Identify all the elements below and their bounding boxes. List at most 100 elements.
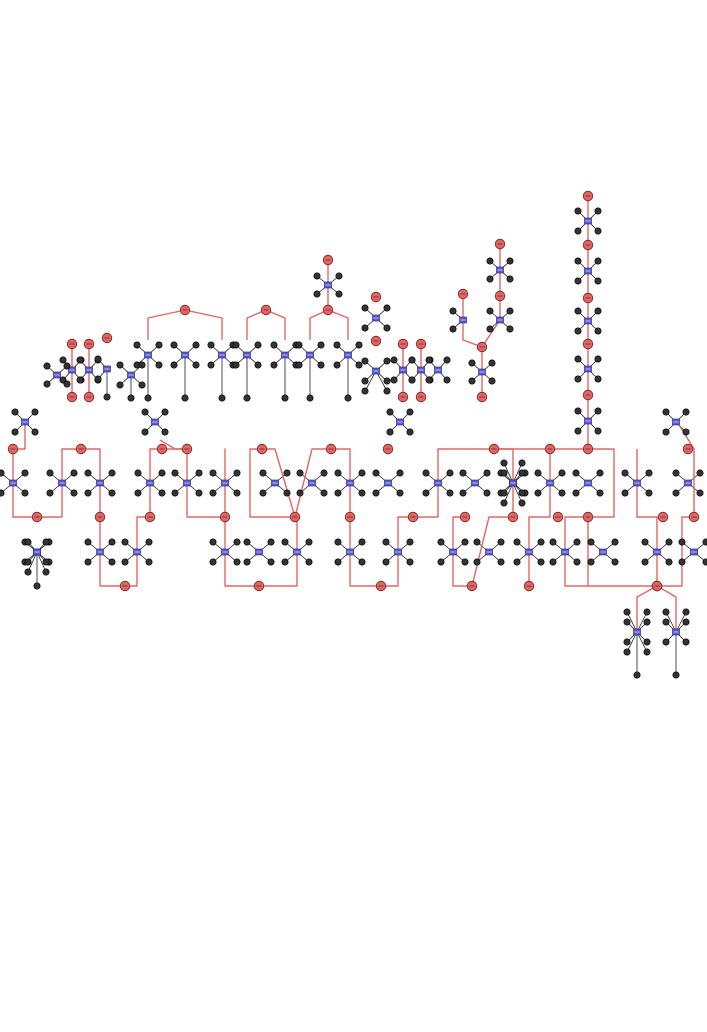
black-node <box>127 394 135 402</box>
black-node <box>383 304 391 312</box>
red-path <box>528 449 551 586</box>
black-node <box>672 671 680 679</box>
edge <box>503 462 514 484</box>
black-node <box>696 489 704 497</box>
black-node <box>108 538 116 546</box>
black-node <box>243 538 251 546</box>
black-node <box>103 393 111 401</box>
red-path <box>636 449 658 586</box>
black-node <box>335 290 343 298</box>
black-node <box>116 381 124 389</box>
black-node <box>0 469 5 477</box>
black-node <box>594 427 602 435</box>
black-node <box>317 361 325 369</box>
black-node <box>141 408 149 416</box>
black-node <box>24 558 32 566</box>
black-node <box>382 558 390 566</box>
black-node <box>534 469 542 477</box>
black-node <box>233 489 241 497</box>
black-node <box>361 357 369 365</box>
black-node <box>70 489 78 497</box>
black-node <box>572 489 580 497</box>
black-node <box>623 638 631 646</box>
black-node <box>702 538 707 546</box>
black-node <box>121 538 129 546</box>
black-node <box>406 428 414 436</box>
black-node <box>94 355 102 363</box>
black-node <box>408 376 416 384</box>
black-node <box>461 558 469 566</box>
black-node <box>43 362 51 370</box>
black-node <box>574 355 582 363</box>
black-node <box>295 361 303 369</box>
black-node <box>361 324 369 332</box>
edge <box>636 631 648 653</box>
black-node <box>21 469 29 477</box>
black-node <box>594 375 602 383</box>
edge <box>636 611 648 633</box>
black-node <box>267 538 275 546</box>
black-node <box>574 277 582 285</box>
black-node <box>662 408 670 416</box>
black-node <box>46 489 54 497</box>
black-node <box>549 538 557 546</box>
black-node <box>355 341 363 349</box>
black-node <box>138 361 146 369</box>
black-node <box>94 375 102 383</box>
black-node <box>468 377 476 385</box>
black-node <box>358 538 366 546</box>
black-node <box>138 381 146 389</box>
black-node <box>333 361 341 369</box>
black-node <box>486 275 494 283</box>
black-node <box>233 538 241 546</box>
black-node <box>243 394 251 402</box>
black-node <box>42 558 50 566</box>
black-node <box>422 469 430 477</box>
black-node <box>422 489 430 497</box>
black-node <box>518 459 526 467</box>
black-node <box>594 277 602 285</box>
black-node <box>305 558 313 566</box>
black-node <box>594 327 602 335</box>
black-node <box>425 376 433 384</box>
black-node <box>192 361 200 369</box>
highlighted-path-edges <box>12 196 695 632</box>
black-node <box>84 538 92 546</box>
black-node <box>383 357 391 365</box>
red-path <box>636 585 658 632</box>
black-node <box>259 489 267 497</box>
black-node <box>459 469 467 477</box>
black-node <box>21 489 29 497</box>
black-node <box>386 428 394 436</box>
black-node <box>372 469 380 477</box>
black-node <box>209 489 217 497</box>
black-node <box>383 324 391 332</box>
black-node <box>145 538 153 546</box>
black-node <box>383 377 391 385</box>
black-node <box>335 272 343 280</box>
black-node <box>506 325 514 333</box>
black-node <box>500 489 508 497</box>
black-node <box>33 582 41 590</box>
black-node <box>386 408 394 416</box>
black-node <box>116 361 124 369</box>
black-node <box>574 407 582 415</box>
black-node <box>317 341 325 349</box>
black-node <box>449 325 457 333</box>
black-node <box>425 356 433 364</box>
edge <box>36 551 47 573</box>
black-node <box>43 380 51 388</box>
black-node <box>232 361 240 369</box>
black-node <box>662 428 670 436</box>
black-node <box>594 257 602 265</box>
black-node <box>320 489 328 497</box>
black-node <box>641 558 649 566</box>
black-node <box>24 538 32 546</box>
edge <box>675 611 687 633</box>
black-node <box>232 341 240 349</box>
black-node <box>483 469 491 477</box>
edge <box>375 370 388 392</box>
black-node <box>506 275 514 283</box>
black-node <box>334 538 342 546</box>
black-node <box>306 394 314 402</box>
